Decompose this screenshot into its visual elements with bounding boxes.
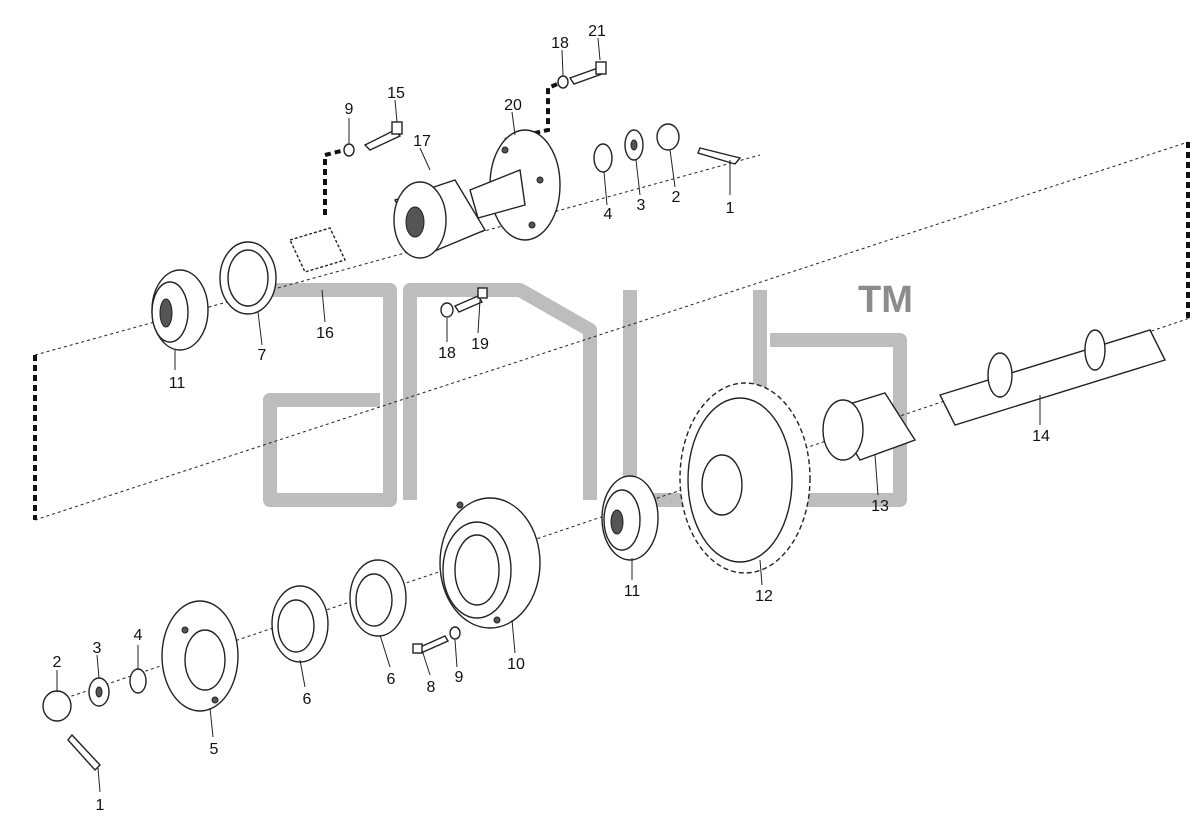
callout-20: 20 [504, 97, 522, 114]
callout-13: 13 [871, 498, 889, 515]
part-7-snap-ring [219, 241, 277, 315]
callout-14: 14 [1032, 428, 1050, 445]
callout-6-left: 6 [303, 691, 312, 708]
part-10-housing [439, 497, 541, 629]
part-14-splined-shaft [939, 329, 1166, 426]
part-2-nut-lower [42, 690, 72, 722]
callout-8: 8 [427, 679, 436, 696]
part-6-seal-left [271, 585, 329, 663]
part-4-washer-upper [593, 143, 613, 173]
callout-7: 7 [258, 347, 267, 364]
callout-10: 10 [507, 656, 525, 673]
part-2-nut-upper [656, 123, 680, 151]
upper-axis [34, 154, 761, 356]
callout-4-lower: 4 [134, 627, 143, 644]
part-12-gear [679, 382, 811, 574]
part-6-seal-right [349, 559, 407, 637]
callout-12: 12 [755, 588, 773, 605]
callout-19: 19 [471, 336, 489, 353]
callout-2-upper: 2 [672, 189, 681, 206]
watermark-logo: TM [260, 279, 913, 507]
callout-18-top: 18 [551, 35, 569, 52]
callout-5: 5 [210, 741, 219, 758]
part-3-washer-upper [624, 129, 644, 161]
part-11-bearing-lower [601, 475, 659, 561]
trademark-text: TM [858, 279, 913, 321]
callout-15: 15 [387, 85, 405, 102]
callout-11-upper: 11 [169, 375, 186, 392]
part-13-bushing [822, 392, 917, 461]
callout-3-upper: 3 [637, 197, 646, 214]
callout-9-lower: 9 [455, 669, 464, 686]
part-1-cotter-lower [67, 733, 101, 772]
callout-21: 21 [588, 23, 606, 40]
part-18-washer-top [557, 75, 569, 89]
callout-4-upper: 4 [604, 206, 613, 223]
callout-2-lower: 2 [53, 654, 62, 671]
part-18-washer-mid [440, 302, 454, 318]
part-5-flange [161, 600, 239, 712]
callout-1-lower: 1 [96, 797, 105, 814]
callout-3-lower: 3 [93, 640, 102, 657]
part-9-washer-upper [343, 143, 355, 157]
callout-11-lower: 11 [624, 583, 641, 600]
part-8-bolt-lower [412, 635, 450, 654]
part-21-bolt-top [568, 61, 607, 85]
callout-1-upper: 1 [726, 200, 735, 217]
callout-17: 17 [413, 133, 431, 150]
part-17-bearing-cup [393, 179, 487, 259]
part-20-flange-yoke [469, 129, 561, 241]
part-4-washer-lower [129, 668, 147, 694]
connector-axis [34, 141, 1189, 521]
part-3-washer-lower [88, 677, 110, 707]
part-16-spline-sleeve [289, 227, 346, 273]
callout-6-right: 6 [387, 671, 396, 688]
part-1-cotter-upper [697, 147, 742, 165]
part-15-bolt-upper [363, 121, 403, 151]
leader-lines [56, 37, 1041, 793]
part-19-bolt-mid [453, 287, 488, 313]
callout-16: 16 [316, 325, 334, 342]
callout-9-upper: 9 [345, 101, 354, 118]
callout-18-mid: 18 [438, 345, 456, 362]
part-11-bearing-upper [151, 269, 209, 351]
part-9-washer-lower [449, 626, 461, 640]
